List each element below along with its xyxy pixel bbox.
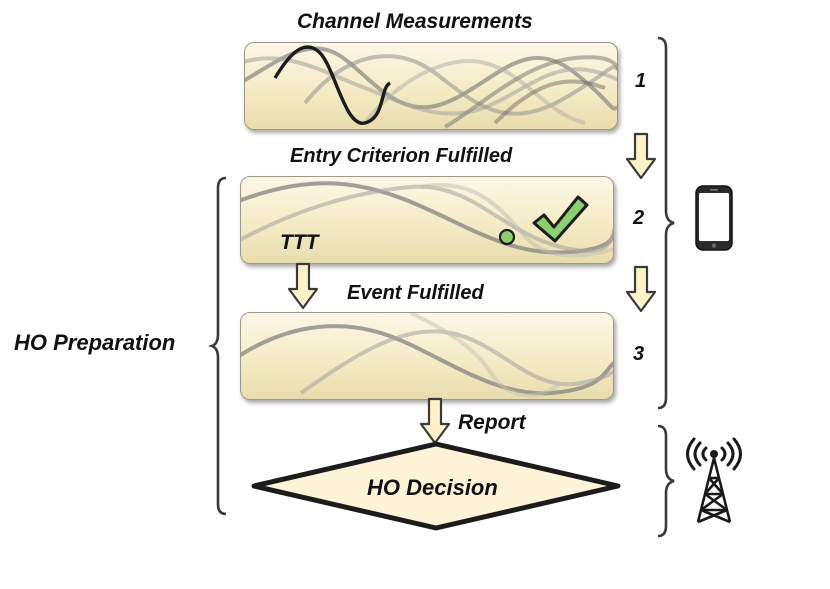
measurement-curves <box>245 45 617 129</box>
checkmark-icon <box>532 195 589 243</box>
ue-brace <box>657 36 675 410</box>
cell-tower-icon <box>686 437 742 524</box>
entry-criterion-panel <box>240 176 614 264</box>
report-label: Report <box>458 411 526 434</box>
report-down-arrow-icon <box>419 397 451 445</box>
preparation-brace <box>207 176 227 516</box>
smartphone-icon <box>695 185 733 251</box>
step-number-2: 2 <box>633 207 645 229</box>
ho-decision-label: HO Decision <box>367 475 498 500</box>
event-curves <box>241 313 613 398</box>
network-brace <box>657 424 675 538</box>
ttt-down-arrow-icon <box>287 262 319 310</box>
entry-point-marker <box>498 228 516 246</box>
event-fulfilled-panel <box>240 312 614 400</box>
ho-decision-diamond <box>251 441 621 531</box>
step-number-1: 1 <box>635 70 647 92</box>
stage-2-title: Entry Criterion Fulfilled <box>290 145 513 167</box>
ttt-label: TTT <box>280 231 319 254</box>
channel-measurements-panel <box>244 42 618 130</box>
ho-preparation-label: HO Preparation <box>14 330 176 355</box>
down-arrow-icon <box>625 132 657 180</box>
down-arrow-icon <box>625 265 657 313</box>
entry-curves <box>241 181 613 258</box>
step-number-3: 3 <box>633 343 645 365</box>
stage-3-title: Event Fulfilled <box>347 282 484 304</box>
stage-1-title: Channel Measurements <box>297 10 533 33</box>
